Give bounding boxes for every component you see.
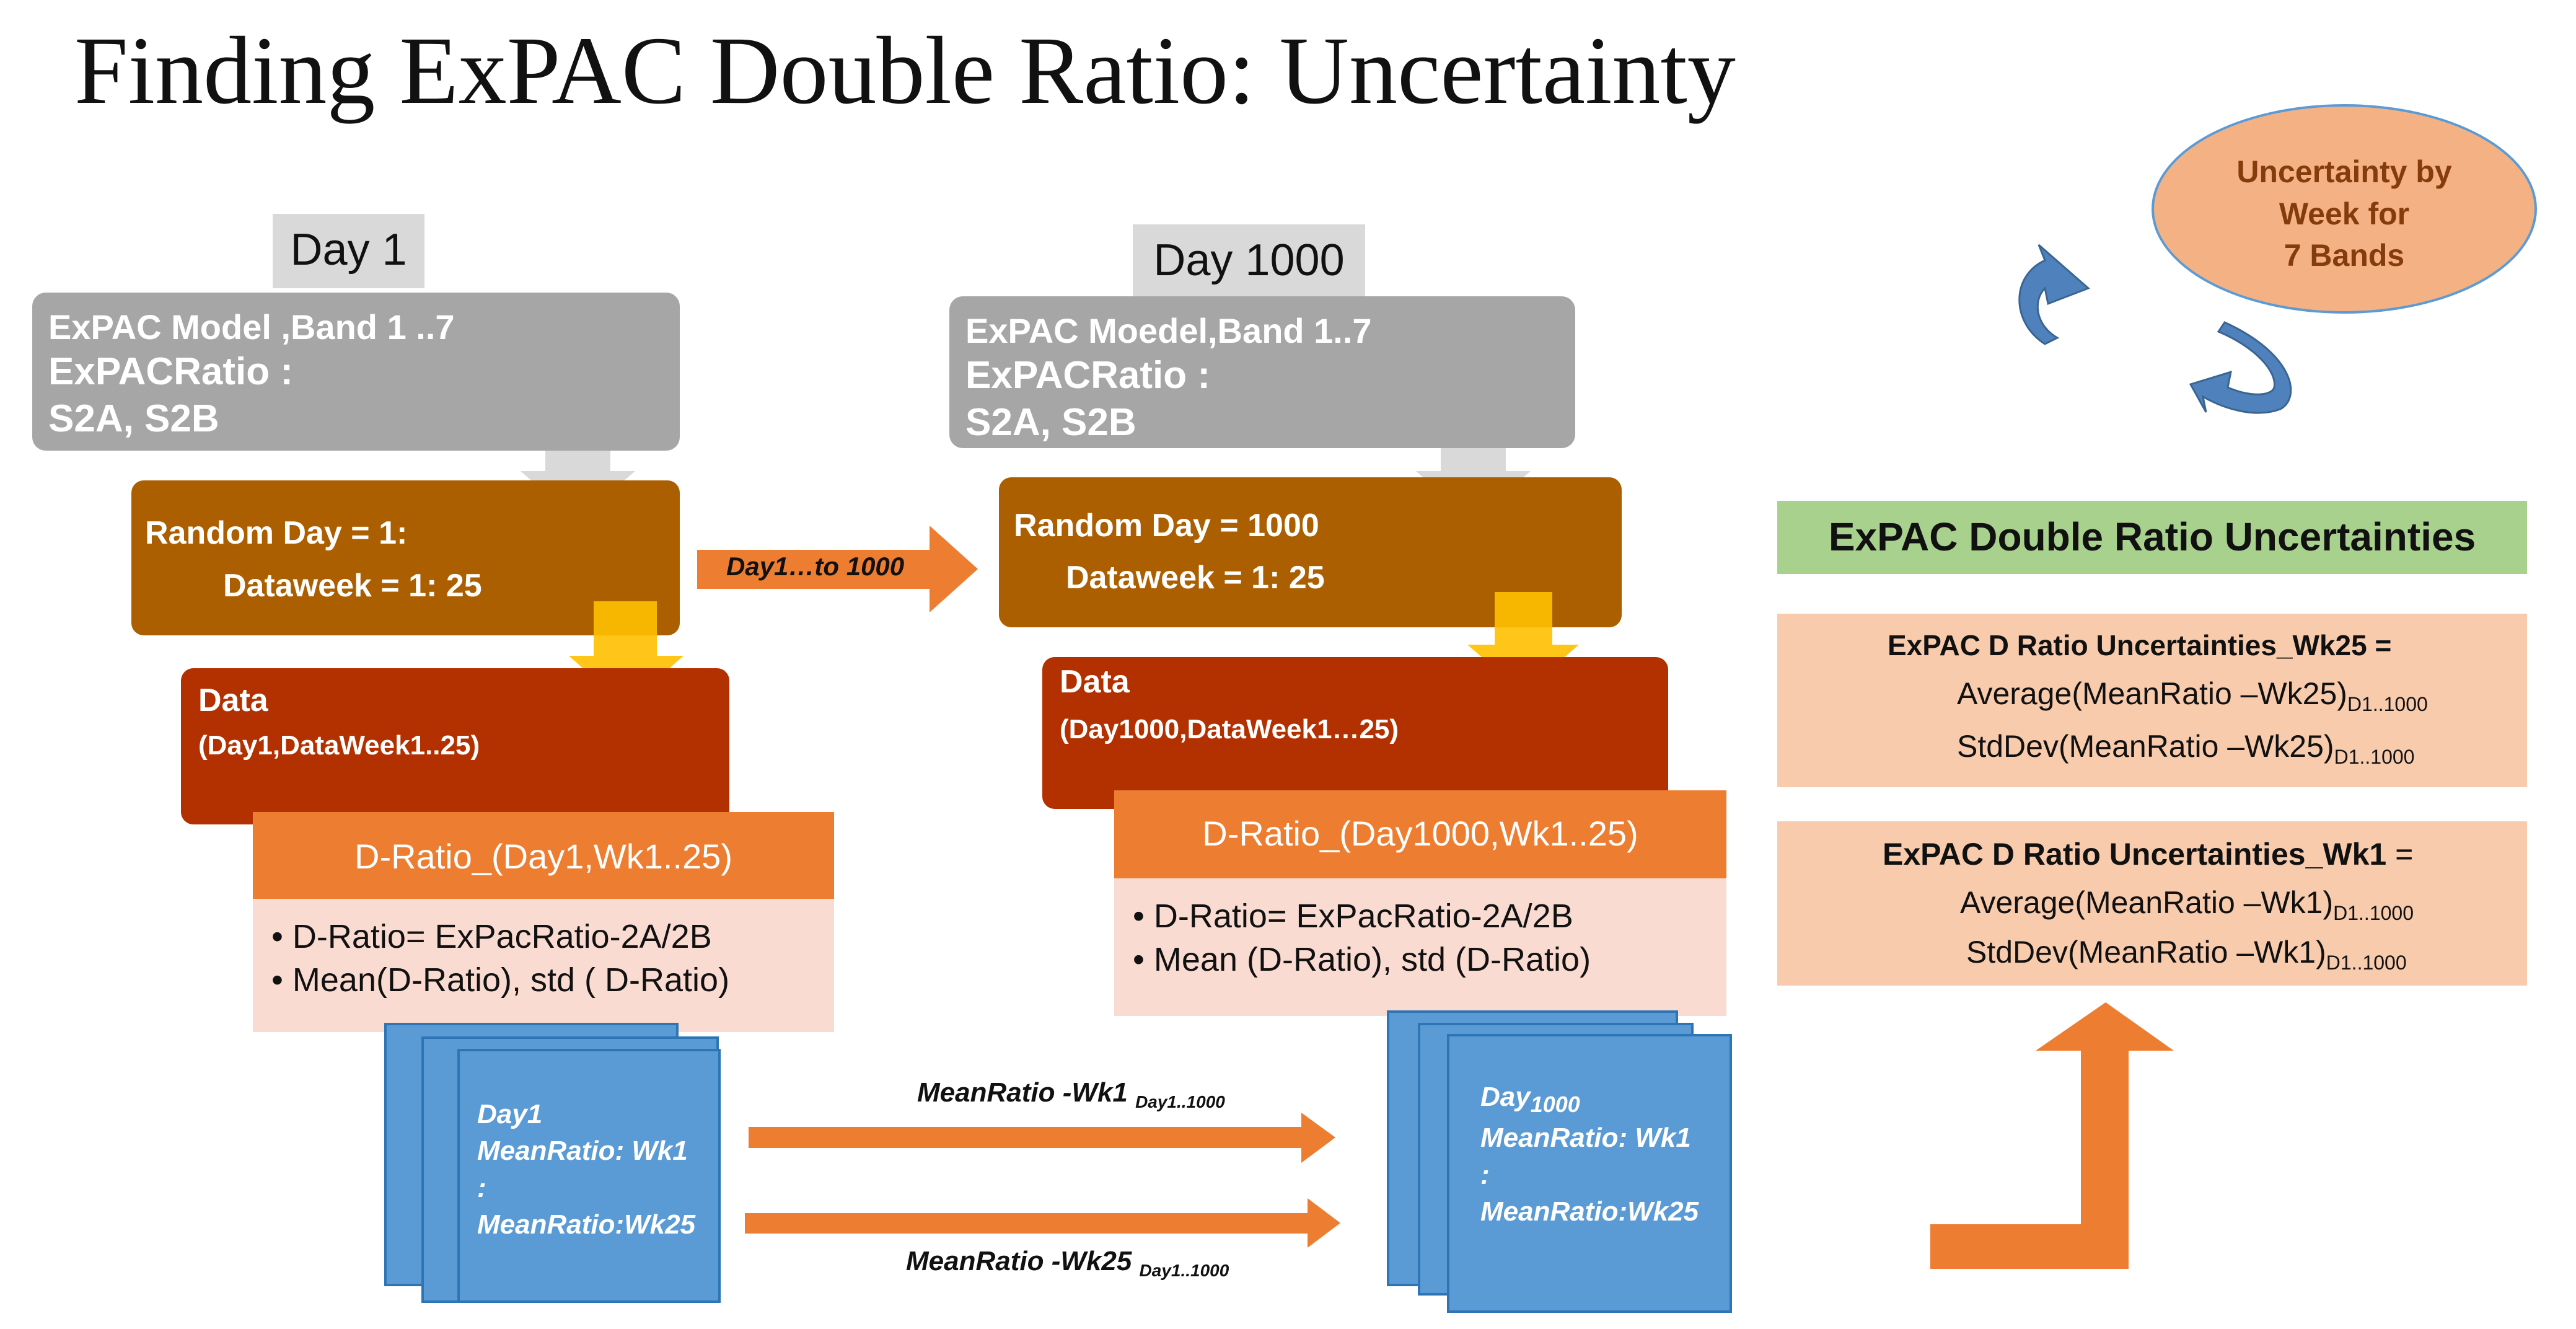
day1000-model-box: ExPAC Moedel,Band 1..7 ExPACRatio : S2A,…	[949, 296, 1575, 448]
wk25-line2: StdDev(MeanRatio –Wk25)	[1957, 729, 2334, 764]
wk25-line1: Average(MeanRatio –Wk25)	[1957, 676, 2347, 711]
day1000-page-line1-sub: 1000	[1530, 1091, 1580, 1117]
meanratio-wk25-label: MeanRatio -Wk25 Day1..1000	[906, 1246, 1229, 1281]
day1-page-text: Day1 MeanRatio: Wk1 : MeanRatio:Wk25	[477, 1096, 695, 1243]
right-arrow-wk1	[749, 1113, 1335, 1163]
day1-data-box: Data (Day1,DataWeek1..25)	[181, 668, 729, 824]
day1-random-line1: Random Day = 1:	[145, 515, 408, 551]
day-range-label: Day1…to 1000	[726, 552, 905, 581]
day1-bullet2: Mean(D-Ratio), std ( D-Ratio)	[292, 961, 730, 999]
wk1-line2-row: StdDev(MeanRatio –Wk1)D1..1000	[1966, 934, 2407, 974]
day1000-data-box: Data (Day1000,DataWeek1…25)	[1042, 657, 1668, 809]
wk25-line2-sub: D1..1000	[2334, 746, 2415, 768]
day1000-bullet-item: • D-Ratio= ExPacRatio-2A/2B	[1133, 898, 1573, 935]
day1000-dratio-header: D-Ratio_(Day1000,Wk1..25)	[1114, 790, 1726, 878]
day1000-data-sub: (Day1000,DataWeek1…25)	[1060, 714, 1399, 744]
wk25-heading: ExPAC D Ratio Uncertainties_Wk25 =	[1888, 629, 2392, 661]
meanratio-wk1-text: MeanRatio -Wk1	[917, 1077, 1128, 1108]
wk1-line1: Average(MeanRatio –Wk1)	[1960, 885, 2334, 920]
day1000-page-text: Day1000 MeanRatio: Wk1 : MeanRatio:Wk25	[1480, 1079, 1699, 1230]
wk1-uncertainty-box: ExPAC D Ratio Uncertainties_Wk1 = Averag…	[1777, 821, 2527, 986]
day1-dratio-bullets: • D-Ratio= ExPacRatio-2A/2B • Mean(D-Rat…	[253, 899, 834, 1032]
day1000-random-line2: Dataweek = 1: 25	[1066, 560, 1325, 596]
day1-data-sub: (Day1,DataWeek1..25)	[198, 730, 480, 761]
day1000-page-front: Day1000 MeanRatio: Wk1 : MeanRatio:Wk25	[1447, 1034, 1732, 1313]
day1000-page-line4: MeanRatio:Wk25	[1480, 1196, 1699, 1227]
ellipse-line1: Uncertainty by	[2236, 154, 2452, 189]
day1000-model-line2: ExPACRatio :	[965, 354, 1211, 397]
day1-bullet1: D-Ratio= ExPacRatio-2A/2B	[292, 918, 712, 955]
wk25-line1-row: Average(MeanRatio –Wk25)D1..1000	[1957, 676, 2428, 716]
wk1-line1-sub: D1..1000	[2333, 902, 2414, 924]
day1000-random-line1: Random Day = 1000	[1014, 508, 1319, 544]
right-arrow-wk25	[745, 1198, 1340, 1248]
day1000-random-box: Random Day = 1000 Dataweek = 1: 25	[999, 477, 1622, 627]
up-l-arrow	[1930, 1002, 2174, 1269]
meanratio-wk25-sub: Day1..1000	[1139, 1260, 1229, 1280]
day1-label: Day 1	[273, 214, 424, 288]
page-title: Finding ExPAC Double Ratio: Uncertainty	[74, 17, 1736, 124]
day1-page-line2: MeanRatio: Wk1	[477, 1136, 688, 1167]
day1-page-line4: MeanRatio:Wk25	[477, 1209, 696, 1240]
uncertainties-header: ExPAC Double Ratio Uncertainties	[1777, 501, 2527, 574]
wk1-heading: ExPAC D Ratio Uncertainties_Wk1	[1883, 837, 2387, 872]
wk1-line2: StdDev(MeanRatio –Wk1)	[1966, 935, 2326, 969]
meanratio-wk25-text: MeanRatio -Wk25	[906, 1246, 1132, 1276]
meanratio-wk1-label: MeanRatio -Wk1 Day1..1000	[917, 1077, 1225, 1112]
cycle-arrow-bottom	[2189, 321, 2292, 414]
day1000-bullet1: D-Ratio= ExPacRatio-2A/2B	[1153, 898, 1573, 935]
day1000-bullet-item: • Mean (D-Ratio), std (D-Ratio)	[1133, 941, 1591, 979]
day1-model-box: ExPAC Model ,Band 1 ..7 ExPACRatio : S2A…	[32, 293, 680, 451]
right-arrow-day-range	[697, 526, 978, 612]
day1-dratio-header: D-Ratio_(Day1,Wk1..25)	[253, 812, 834, 899]
cycle-arrow-top	[2018, 244, 2090, 345]
day1-bullet-item: • D-Ratio= ExPacRatio-2A/2B	[271, 918, 712, 955]
day1000-data-title: Data	[1060, 664, 1130, 700]
day1000-page-line2: MeanRatio: Wk1	[1480, 1123, 1691, 1154]
day1-page-line1: Day1	[477, 1099, 543, 1129]
day1-model-line2: ExPACRatio :	[48, 350, 294, 394]
wk1-line2-sub: D1..1000	[2326, 951, 2407, 974]
day1000-label: Day 1000	[1133, 224, 1365, 298]
day1000-page-line1-row: Day1000	[1480, 1079, 1699, 1119]
day1-bullet-item: • Mean(D-Ratio), std ( D-Ratio)	[271, 961, 730, 999]
wk25-uncertainty-box: ExPAC D Ratio Uncertainties_Wk25 = Avera…	[1777, 614, 2527, 787]
day1000-model-line1: ExPAC Moedel,Band 1..7	[965, 311, 1372, 350]
day1000-model-line3: S2A, S2B	[965, 400, 1136, 444]
ellipse-line2: Week for	[2279, 196, 2410, 231]
wk25-line1-sub: D1..1000	[2347, 693, 2428, 715]
day1-data-title: Data	[198, 682, 268, 718]
day1-random-box: Random Day = 1: Dataweek = 1: 25	[131, 480, 680, 635]
day1000-bullet2: Mean (D-Ratio), std (D-Ratio)	[1153, 941, 1591, 979]
day1-random-line2: Dataweek = 1: 25	[223, 568, 482, 604]
day1000-page-line1: Day	[1480, 1082, 1531, 1112]
wk1-line1-row: Average(MeanRatio –Wk1)D1..1000	[1960, 885, 2414, 925]
day1-model-line1: ExPAC Model ,Band 1 ..7	[48, 307, 455, 347]
day1-page-line3: :	[477, 1172, 486, 1203]
day1000-dratio-bullets: • D-Ratio= ExPacRatio-2A/2B • Mean (D-Ra…	[1114, 878, 1726, 1016]
day1-page-front: Day1 MeanRatio: Wk1 : MeanRatio:Wk25	[457, 1049, 721, 1303]
wk1-heading-suffix: =	[2386, 837, 2414, 872]
day1-model-line3: S2A, S2B	[48, 397, 219, 440]
wk25-line2-row: StdDev(MeanRatio –Wk25)D1..1000	[1957, 728, 2414, 769]
uncertainty-ellipse: Uncertainty by Week for 7 Bands	[2152, 104, 2537, 314]
wk1-heading-row: ExPAC D Ratio Uncertainties_Wk1 =	[1883, 836, 2413, 872]
meanratio-wk1-sub: Day1..1000	[1135, 1092, 1225, 1111]
day1000-page-line3: :	[1480, 1159, 1490, 1190]
ellipse-line3: 7 Bands	[2284, 238, 2405, 273]
